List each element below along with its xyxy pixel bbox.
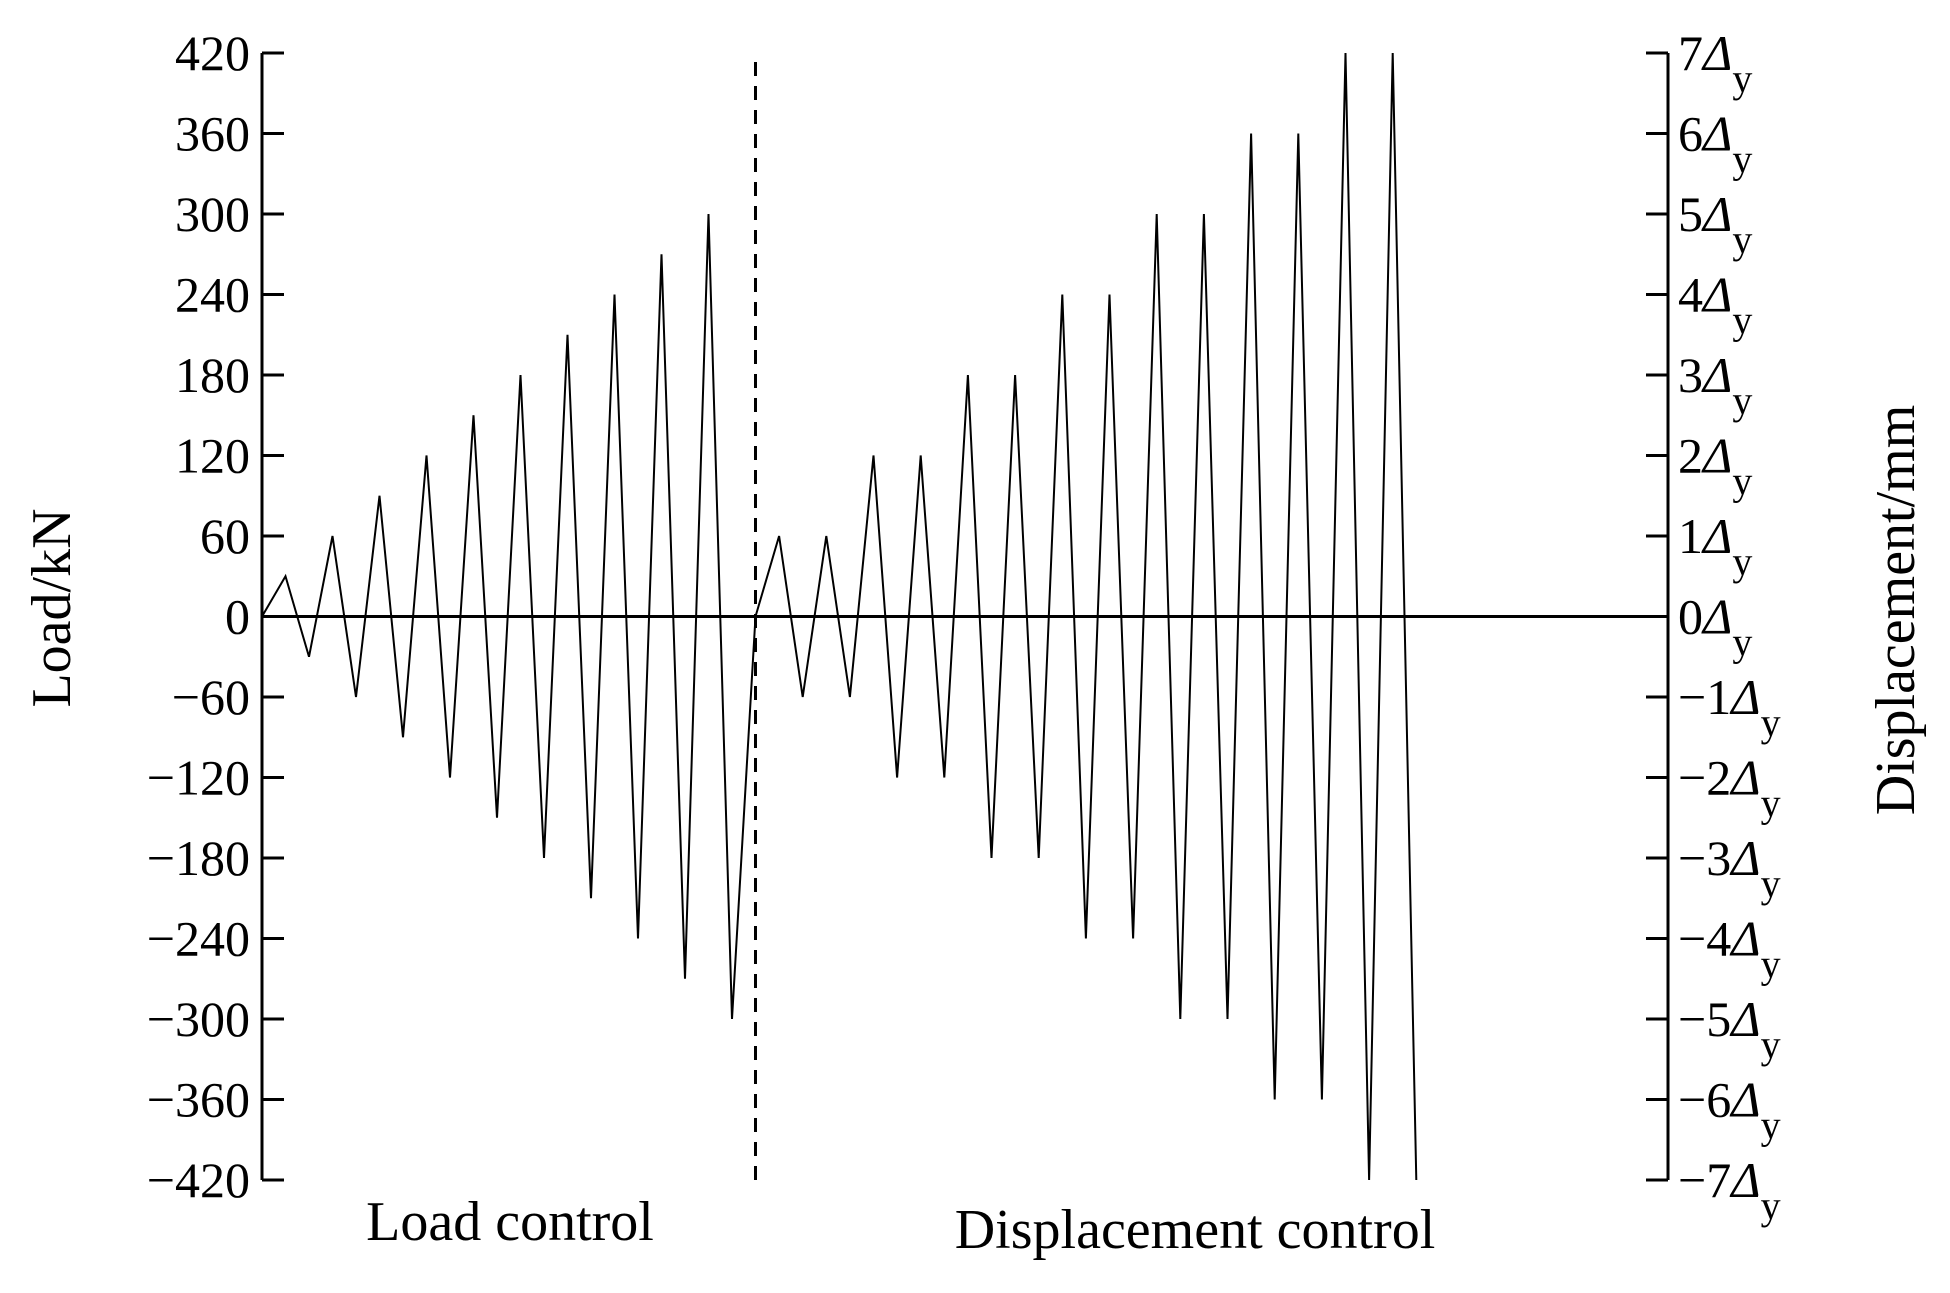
y2-axis-title: Displacement/mm (1865, 405, 1927, 816)
right-y-ticks: 7Δy6Δy5Δy4Δy3Δy2Δy1Δy0Δy−1Δy−2Δy−3Δy−4Δy… (1646, 25, 1781, 1228)
right-y-tick-label: −5Δy (1678, 991, 1781, 1067)
right-y-tick-label: 3Δy (1678, 347, 1752, 423)
left-y-tick-label: −180 (147, 830, 250, 886)
right-y-tick-label: −2Δy (1678, 750, 1781, 826)
left-y-tick-label: 360 (175, 106, 250, 162)
phase-label-load-control: Load control (366, 1191, 654, 1253)
right-y-tick-label: −3Δy (1678, 830, 1781, 906)
left-y-tick-label: −60 (172, 669, 250, 725)
right-y-tick-label: 6Δy (1678, 106, 1752, 182)
right-y-tick-label: −7Δy (1678, 1152, 1781, 1228)
left-y-tick-label: 300 (175, 186, 250, 242)
left-y-tick-label: 420 (175, 25, 250, 81)
loading-history-line (261, 52, 1418, 1181)
left-y-tick-label: −120 (147, 750, 250, 806)
left-y-tick-label: 120 (175, 428, 250, 484)
right-y-tick-label: −6Δy (1678, 1072, 1781, 1148)
right-y-tick-label: 5Δy (1678, 186, 1752, 262)
left-y-tick-label: 240 (175, 267, 250, 323)
left-y-tick-label: 180 (175, 347, 250, 403)
right-y-tick-label: −4Δy (1678, 911, 1781, 987)
y-axis-title: Load/kN (21, 508, 83, 707)
axes (260, 53, 1670, 1182)
right-y-tick-label: 1Δy (1678, 508, 1752, 584)
left-y-tick-label: 0 (225, 589, 250, 645)
series-group (261, 52, 1418, 1181)
left-y-ticks: 420 360 300 240 180 120 60 0 −60 −120 −180 −240 −300… (147, 25, 284, 1208)
right-y-tick-label: 4Δy (1678, 267, 1752, 343)
left-y-tick-label: −240 (147, 911, 250, 967)
phase-label-displacement-control: Displacement control (955, 1199, 1436, 1261)
right-y-tick-label: 2Δy (1678, 428, 1752, 504)
left-y-tick-label: −300 (147, 991, 250, 1047)
left-y-tick-label: −360 (147, 1072, 250, 1128)
right-y-tick-label: 0Δy (1678, 589, 1752, 665)
left-y-tick-label: −420 (147, 1152, 250, 1208)
left-y-tick-label: 60 (200, 508, 250, 564)
right-y-tick-label: −1Δy (1678, 669, 1781, 745)
right-y-tick-label: 7Δy (1678, 25, 1752, 101)
